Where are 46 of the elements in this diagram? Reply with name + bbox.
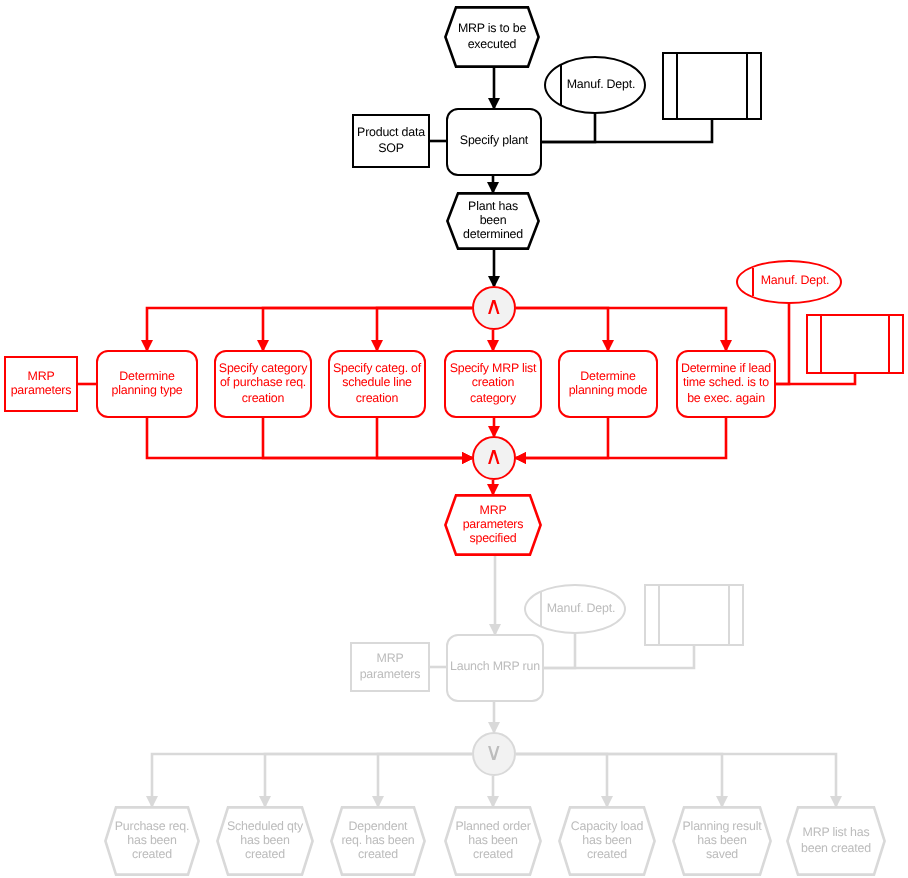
connector-arrow [488,68,500,110]
function-box [328,350,426,418]
info-box [352,114,430,168]
connector-arrow [487,480,499,496]
org-unit-ellipse [544,56,646,114]
node-label: ∧ [485,444,503,472]
and-connector [472,286,516,330]
connector-arrow [488,250,500,288]
event-hexagon [444,6,540,68]
event-hexagon [672,806,772,876]
connector-arrow [489,556,501,636]
info-box [4,356,78,412]
node-label: ∨ [485,740,503,768]
connector-arrow [488,702,500,734]
system-box [644,584,744,646]
node-label: ∧ [485,294,503,322]
connector-arrow [487,776,499,808]
connector-arrow [371,306,472,352]
function-box [444,350,542,418]
system-box [806,314,904,374]
function-box [446,108,542,176]
event-hexagon [444,806,542,876]
function-box [446,634,544,702]
event-hexagon [330,806,426,876]
info-box [350,642,430,692]
function-box [96,350,198,418]
org-unit-ellipse [524,584,626,634]
function-box [214,350,312,418]
system-box [662,52,762,120]
event-hexagon [444,494,542,556]
event-hexagon [558,806,656,876]
event-hexagon [104,806,200,876]
or-connector [472,732,516,776]
event-hexagon [786,806,886,876]
connector-arrow [487,176,499,194]
connector-arrow [488,418,500,438]
function-box [558,350,658,418]
and-connector [472,436,516,480]
event-hexagon [216,806,314,876]
event-hexagon [446,192,540,250]
connector-arrow [375,418,474,464]
org-unit-ellipse [736,260,842,304]
connector-arrow [514,418,728,464]
connector-arrow [516,306,732,352]
connector-arrow [487,330,499,352]
function-box [676,350,776,418]
